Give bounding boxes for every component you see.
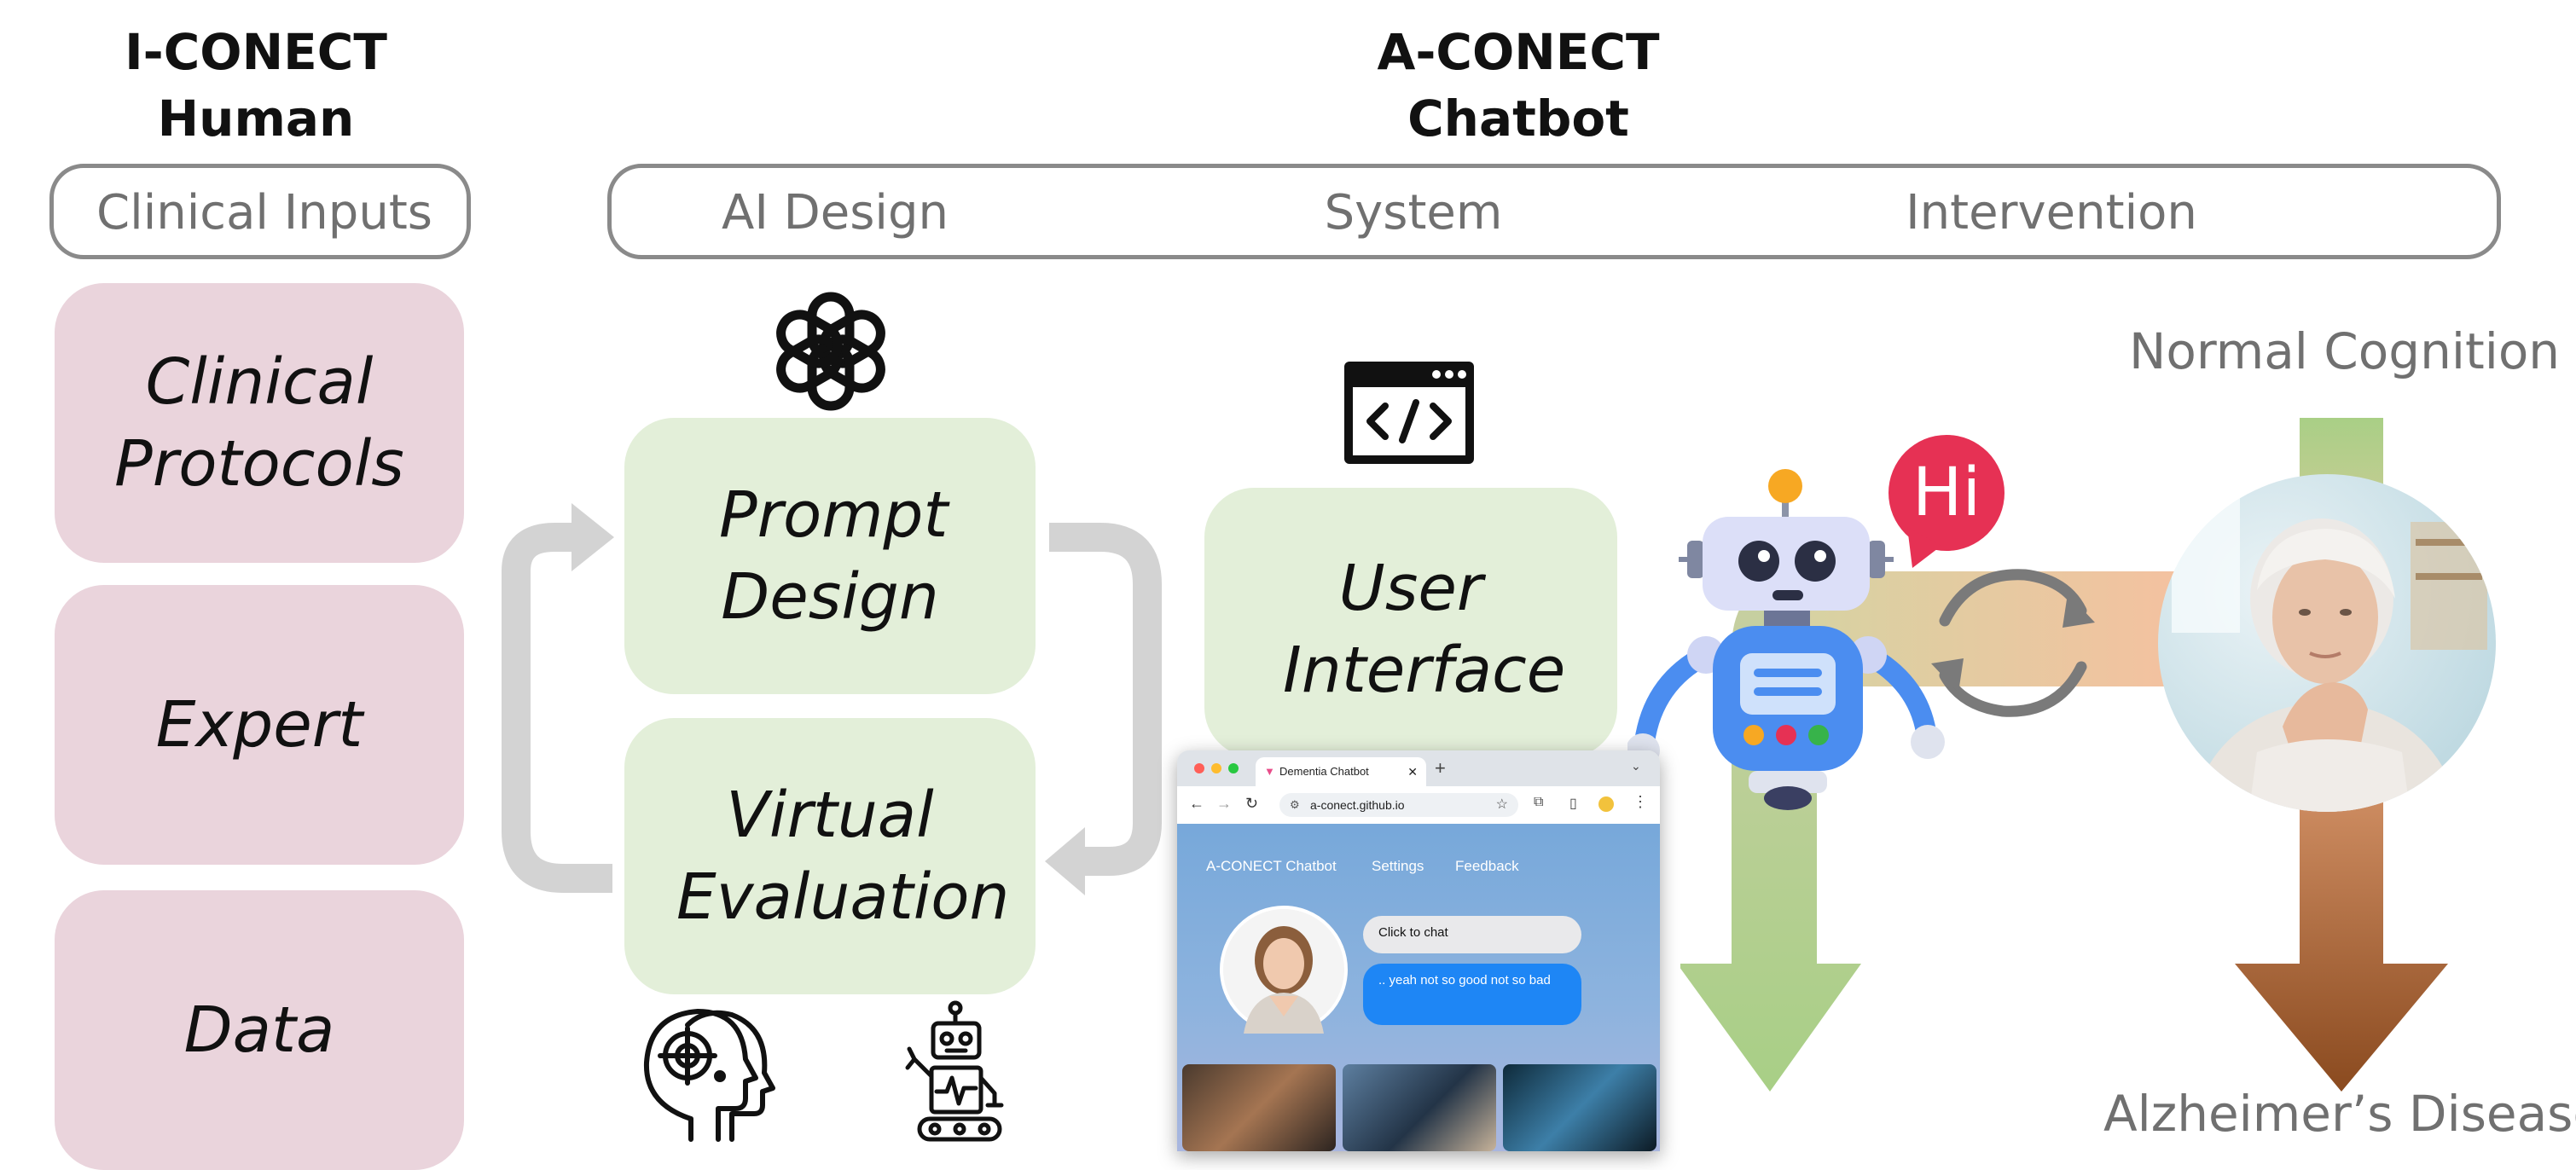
clinical-inputs-label: Clinical Inputs: [96, 185, 432, 240]
address-bar[interactable]: ⚙ a-conect.github.io ☆: [1279, 793, 1518, 817]
tab-favicon-icon: ▼: [1264, 765, 1275, 778]
nav-settings-link[interactable]: Settings: [1372, 858, 1424, 874]
loop-arrows: [502, 503, 1162, 895]
chatbot-browser-window: ▼ Dementia Chatbot ✕ + ⌄ ← → ↻ ⚙ a-conec…: [1177, 750, 1660, 1151]
extensions-icon[interactable]: ⧉: [1534, 795, 1544, 809]
alzheimers-disease-label: Alzheimer’s Disease: [2103, 1085, 2576, 1143]
human-head-profiles-icon: [643, 1009, 775, 1142]
tab-close-icon[interactable]: ✕: [1407, 765, 1418, 779]
expert-box: Expert: [55, 585, 464, 865]
back-icon[interactable]: ←: [1189, 795, 1204, 812]
bookmark-star-icon[interactable]: ☆: [1495, 797, 1508, 812]
data-label: Data: [183, 993, 335, 1067]
nav-feedback-link[interactable]: Feedback: [1455, 858, 1519, 874]
clinical-inputs-pill: Clinical Inputs: [49, 164, 471, 259]
hi-greeting-text: Hi: [1912, 455, 1981, 531]
virtual-evaluation-label: Virtual Evaluation: [676, 779, 1010, 934]
robot-tester-icon: [905, 1000, 1004, 1142]
movie-thumbnail-3[interactable]: [1503, 1064, 1656, 1151]
feedback-arrow-left: [502, 523, 612, 893]
browser-toolbar: ← → ↻ ⚙ a-conect.github.io ☆ ⧉ ▯ ⋮: [1177, 786, 1660, 825]
maximize-window-dot[interactable]: [1228, 763, 1239, 773]
tab-list-chevron-icon[interactable]: ⌄: [1631, 759, 1641, 773]
prompt-design-box: Prompt Design: [624, 418, 1036, 694]
system-label: System: [1324, 185, 1503, 240]
user-interface-label: User Interface: [1283, 552, 1566, 707]
clinical-protocols-box: Clinical Protocols: [55, 283, 464, 563]
refresh-cycle-icon: [1931, 569, 2095, 717]
close-window-dot[interactable]: [1194, 763, 1204, 773]
normal-cognition-label: Normal Cognition: [2129, 322, 2561, 380]
click-to-chat-bubble[interactable]: Click to chat: [1363, 916, 1581, 953]
chatbot-avatar: [1220, 906, 1348, 1034]
forward-icon[interactable]: →: [1216, 795, 1232, 812]
data-box: Data: [55, 890, 464, 1170]
hi-speech-bubble: Hi: [1887, 433, 2006, 568]
clinical-protocols-label: Clinical Protocols: [114, 345, 404, 501]
movie-thumbnail-2[interactable]: [1343, 1064, 1496, 1151]
user-message-bubble: .. yeah not so good not so bad: [1363, 964, 1581, 1025]
chatbot-page: A-CONECT Chatbot Settings Feedback Click…: [1177, 824, 1660, 1151]
feedback-arrow-left-head: [571, 503, 614, 571]
robot-character-icon: [1627, 469, 1945, 810]
user-interface-box: User Interface: [1204, 488, 1617, 757]
ai-design-label: AI Design: [722, 185, 949, 240]
speech-bubble-icon: [1888, 435, 2005, 568]
tab-title: Dementia Chatbot: [1279, 765, 1369, 778]
minimize-window-dot[interactable]: [1211, 763, 1221, 773]
browser-tab-bar: ▼ Dementia Chatbot ✕ + ⌄: [1177, 750, 1660, 786]
nav-home-link[interactable]: A-CONECT Chatbot: [1206, 858, 1337, 874]
feedback-arrow-right: [1049, 523, 1162, 876]
chatbot-stages-pill: AI Design System Intervention: [607, 164, 2501, 259]
movie-thumbnail-1[interactable]: [1182, 1064, 1336, 1151]
profile-avatar[interactable]: [1598, 796, 1614, 812]
reload-icon[interactable]: ↻: [1245, 795, 1259, 812]
site-settings-icon[interactable]: ⚙: [1290, 798, 1300, 811]
url-text: a-conect.github.io: [1310, 798, 1405, 812]
new-tab-icon[interactable]: +: [1435, 757, 1446, 779]
code-window-icon: [1344, 362, 1474, 464]
openai-logo-icon: [776, 292, 885, 411]
feedback-arrow-right-head: [1045, 827, 1085, 895]
virtual-evaluation-box: Virtual Evaluation: [624, 718, 1036, 994]
prompt-design-label: Prompt Design: [719, 478, 949, 634]
intervention-label: Intervention: [1906, 185, 2197, 240]
elderly-woman-portrait: [2158, 474, 2496, 812]
alzheimers-down-arrow: [2235, 686, 2448, 1092]
menu-kebab-icon[interactable]: ⋮: [1633, 793, 1648, 810]
sidebar-icon[interactable]: ▯: [1569, 796, 1577, 811]
expert-label: Expert: [155, 688, 363, 762]
browser-tab[interactable]: ▼ Dementia Chatbot ✕: [1256, 757, 1426, 786]
